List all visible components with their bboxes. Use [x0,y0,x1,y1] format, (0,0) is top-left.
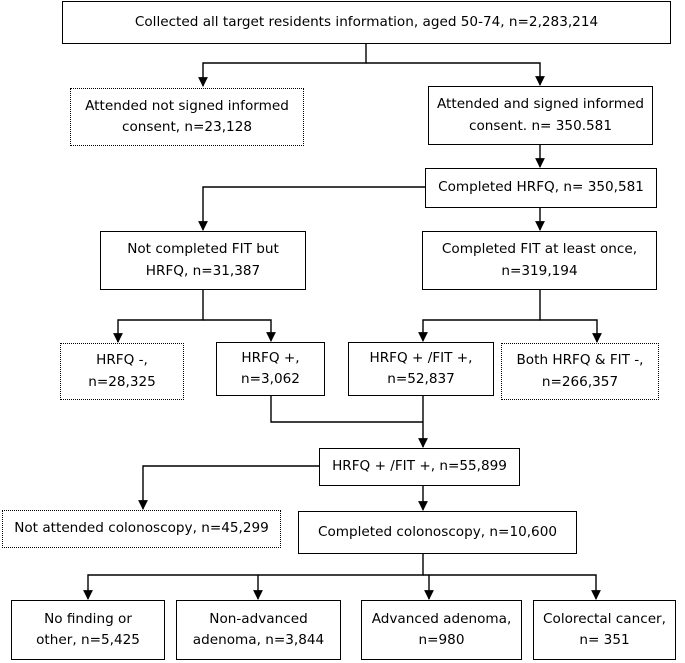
node-label: Not attended colonoscopy, n=45,299 [14,518,269,539]
edge-no-fit-to-hrfq-neg [113,290,204,343]
node-label-line: Completed HRFQ, n= 350,581 [438,179,644,196]
node-label-line: Not completed FIT but [127,241,279,258]
edge-merged-to-not-colo [138,465,319,510]
node-merged: HRFQ + /FIT +, n=55,899 [319,448,520,486]
edge-colo-to-no-finding [83,554,424,600]
node-pos-pos: HRFQ + /FIT +, n=52,837 [348,342,494,396]
node-label: HRFQ + /FIT +, n=55,899 [332,456,507,477]
edge-fit-once-to-pos-pos [418,290,541,342]
edge-fit-once-to-both-neg [540,319,602,343]
node-label-line: consent, n=23,128 [121,119,252,135]
node-adv: Advanced adenoma, n=980 [361,600,522,660]
edge-top-to-not-signed [198,44,367,87]
node-label: Completed colonoscopy, n=10,600 [318,522,557,543]
node-label-line: Colorectal cancer, [543,610,666,627]
node-label-line: n=319,194 [501,262,578,279]
node-label-line: other, n=5,425 [36,632,140,648]
node-label-line: Attended and signed informed [436,96,645,113]
node-label-line: Not attended colonoscopy, n=45,299 [14,520,269,537]
node-non-adv: Non-advanced adenoma, n=3,844 [176,600,341,660]
node-label: No finding or other, n=5,425 [36,609,140,651]
node-label-line: Attended not signed informed [85,97,289,114]
node-label-line: Completed FIT at least once, [441,241,638,258]
node-label: HRFQ -, n=28,325 [88,350,156,392]
node-label-line: Completed colonoscopy, n=10,600 [317,523,558,540]
node-label-line: adenoma, n=3,844 [192,632,325,648]
edge-no-fit-to-hrfq-pos [203,319,276,342]
node-colo: Completed colonoscopy, n=10,600 [298,511,577,554]
edge-hrfq-to-no-fit [198,186,425,231]
node-hrfq-neg: HRFQ -, n=28,325 [60,343,184,400]
node-crc: Colorectal cancer, n= 351 [533,600,676,660]
node-label: Advanced adenoma, n=980 [372,609,512,651]
node-label: Attended not signed informed consent, n=2… [85,96,289,138]
node-label-line: HRFQ, n=31,387 [145,262,261,279]
node-label: Non-advanced adenoma, n=3,844 [193,609,324,651]
edge-hrfq-pos-to-merged [270,396,423,423]
node-label-line: Collected all target residents informati… [134,13,599,30]
node-label: HRFQ + /FIT +, n=52,837 [370,348,473,390]
node-label-line: n=266,357 [541,373,619,390]
node-label-line: HRFQ + /FIT +, [369,349,473,366]
node-label-line: Non-advanced [209,610,308,627]
node-label-line: n= 351 [579,632,630,648]
node-label-line: HRFQ + /FIT +, n=55,899 [332,458,507,475]
node-label-line: Advanced adenoma, [371,610,512,627]
node-both-neg: Both HRFQ & FIT -, n=266,357 [501,343,659,400]
node-label-line: Both HRFQ & FIT -, [516,352,644,369]
node-not-colo: Not attended colonoscopy, n=45,299 [2,510,281,548]
node-hrfq: Completed HRFQ, n= 350,581 [425,168,657,208]
node-label: Both HRFQ & FIT -, n=266,357 [516,350,643,392]
node-signed: Attended and signed informed consent. n= … [428,86,653,145]
edge-top-to-signed [366,62,545,86]
node-label: Colorectal cancer, n= 351 [543,609,666,651]
node-fit-once: Completed FIT at least once, n=319,194 [422,231,657,290]
node-top: Collected all target residents informati… [62,1,671,44]
node-hrfq-pos: HRFQ +, n=3,062 [216,342,325,396]
node-label-line: consent. n= 350.581 [469,117,612,134]
node-not-signed: Attended not signed informed consent, n=2… [70,88,304,146]
node-label-line: HRFQ +, [241,349,300,366]
node-label: Completed FIT at least once, n=319,194 [442,239,637,281]
node-label-line: n=52,837 [387,371,455,387]
node-label-line: No finding or [44,610,132,627]
node-label: Collected all target residents informati… [135,12,598,33]
node-label-line: n=980 [418,632,465,648]
node-label: HRFQ +, n=3,062 [241,348,300,390]
node-label-line: n=28,325 [88,373,156,390]
node-label: Attended and signed informed consent. n= … [437,94,644,136]
node-label-line: HRFQ -, [96,352,148,369]
edge-colo-to-crc [423,574,601,600]
node-label-line: n=3,062 [241,371,300,387]
node-no-finding: No finding or other, n=5,425 [11,600,165,660]
node-label: Completed HRFQ, n= 350,581 [438,177,644,198]
